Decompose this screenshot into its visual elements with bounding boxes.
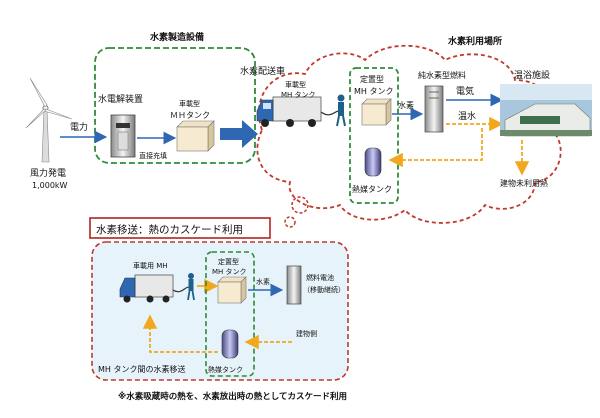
truck-tank-label-2: MH タンク xyxy=(281,90,316,99)
usage-title: 水素利用場所 xyxy=(448,35,502,47)
truck-hose xyxy=(320,110,341,116)
footnote: ※水素吸蔵時の熱を、水素放出時の熱としてカスケード利用 xyxy=(118,391,347,402)
bath-facility-photo xyxy=(500,84,592,137)
inset-fuel-cell-icon xyxy=(286,265,302,305)
fuel-cell-label: 純水素型燃料 xyxy=(418,70,466,80)
bath-facility-label: 温浴施設 xyxy=(514,69,550,81)
fixed-station-box xyxy=(349,67,399,204)
inset-hydrogen-label: 水素 xyxy=(256,277,270,286)
wind-turbine-icon xyxy=(25,77,73,163)
vehicle-mh-label-1: 車載型 xyxy=(179,99,200,108)
cloud-bubble-1 xyxy=(291,196,309,214)
unused-heat-label: 建物未利用熱 xyxy=(500,178,548,188)
fixed-mh-tank-icon xyxy=(361,98,392,126)
inset-fixed-mh-icon xyxy=(217,276,247,304)
inset-fuel-cell-label-2: （移動継続） xyxy=(303,285,345,294)
inset-truck-icon xyxy=(119,274,174,303)
cascade-title-box xyxy=(89,217,271,239)
cloud-bubble-2 xyxy=(284,216,296,228)
worker-icon xyxy=(336,94,346,127)
electricity-in-label: 電力 xyxy=(70,121,88,133)
cascade-title: 水素移送：熱のカスケード利用 xyxy=(96,223,243,236)
hot-water-label: 温水 xyxy=(458,110,476,122)
inset-vehicle-mh-label: 車載用 MH xyxy=(133,261,168,270)
big-blue-arrow xyxy=(220,120,258,148)
fixed-mh-label-1: 定置型 xyxy=(360,74,384,84)
inset-heat-loop-arrow xyxy=(142,314,218,353)
unused-heat-arrow xyxy=(388,128,483,168)
fuel-cell-icon xyxy=(424,85,444,133)
inset-fuel-cell-label-1: 燃料電池 xyxy=(306,273,334,282)
inset-heat-tank-icon xyxy=(221,329,239,359)
heat-tank-icon xyxy=(364,147,382,177)
cloud-outline xyxy=(256,44,562,224)
inset-building-heat-label: 建物側 xyxy=(296,329,317,338)
electricity-out-label: 電気 xyxy=(456,85,474,97)
inset-fixed-label-1: 定置型 xyxy=(218,257,239,266)
inset-fixed-label-2: MH タンク xyxy=(212,267,247,276)
production-title: 水素製造設備 xyxy=(150,31,204,43)
transport-truck-label: 水素配送車 xyxy=(240,65,285,77)
inset-fixed-box xyxy=(205,251,255,377)
inset-worker-icon xyxy=(187,273,195,301)
heat-tank-label: 熱媒タンク xyxy=(352,184,392,194)
production-facility-box xyxy=(94,47,256,164)
fixed-mh-label-2: MH タンク xyxy=(354,87,393,96)
truck-tank-label-1: 車載型 xyxy=(285,80,306,89)
electrolysis-label: 水電解装置 xyxy=(98,93,143,105)
wind-capacity-label: 1,000kW xyxy=(32,181,68,190)
wind-power-label: 風力発電 xyxy=(30,167,66,179)
direct-fill-label: 直接充填 xyxy=(139,151,167,160)
vehicle-mh-tank-icon xyxy=(176,120,215,152)
hydrogen-label: 水素 xyxy=(398,100,414,110)
vehicle-mh-label-2: ＭＨタンク xyxy=(170,111,210,120)
electrolyzer-icon xyxy=(110,114,136,158)
inset-heat-tank-label: 熱媒タンク xyxy=(208,365,243,374)
inset-transfer-label: MH タンク間の水素移送 xyxy=(98,364,185,374)
hydrogen-truck-icon xyxy=(256,96,322,127)
